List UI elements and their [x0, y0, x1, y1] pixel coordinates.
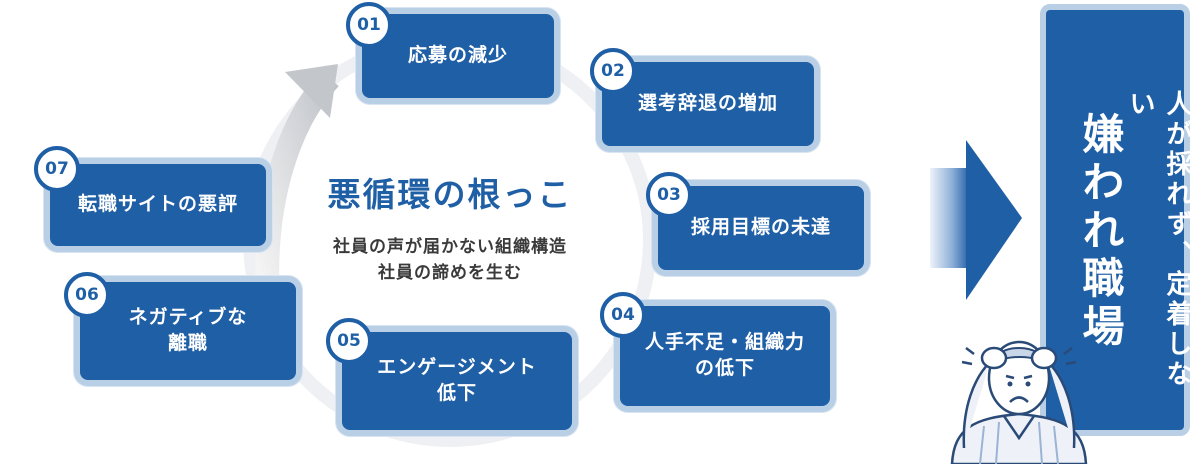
stressed-man-icon	[950, 340, 1088, 464]
step-card-07: 転職サイトの悪評	[44, 158, 272, 252]
step-card-06: ネガティブな 離職	[74, 276, 302, 386]
result-line1: 人が採れず、定着しない	[1125, 90, 1192, 390]
step-card-01: 応募の減少	[356, 8, 560, 104]
step-label-07: 転職サイトの悪評	[77, 193, 238, 216]
step-badge-04: 04	[600, 292, 646, 338]
step-badge-01: 01	[346, 2, 392, 48]
step-label-05: エンゲージメント 低下	[377, 356, 537, 404]
step-label-03: 採用目標の未達	[690, 216, 831, 239]
step-badge-03: 03	[646, 172, 692, 218]
step-card-03: 採用目標の未達	[652, 180, 870, 276]
cycle-arrow-icon	[255, 64, 339, 301]
step-badge-02: 02	[590, 48, 636, 94]
step-label-02: 選考辞退の増加	[637, 92, 778, 115]
center-subtitle-line1: 社員の声が届かない組織構造	[333, 237, 567, 257]
result-line2: 嫌われ職場	[1076, 112, 1125, 352]
step-badge-06: 06	[64, 272, 110, 318]
step-badge-07: 07	[34, 146, 80, 192]
step-label-01: 応募の減少	[407, 44, 508, 67]
step-label-04: 人手不足・組織力 の低下	[644, 331, 805, 379]
step-card-05: エンゲージメント 低下	[336, 326, 578, 436]
step-card-04: 人手不足・組織力 の低下	[614, 300, 836, 412]
result-box	[1040, 4, 1190, 436]
big-right-arrow-icon	[930, 140, 1022, 300]
center-title: 悪循環の根っこ	[327, 175, 573, 214]
step-badge-05: 05	[326, 318, 372, 364]
step-label-06: ネガティブな 離職	[128, 306, 248, 354]
center-subtitle-line2: 社員の諦めを生む	[378, 263, 522, 283]
